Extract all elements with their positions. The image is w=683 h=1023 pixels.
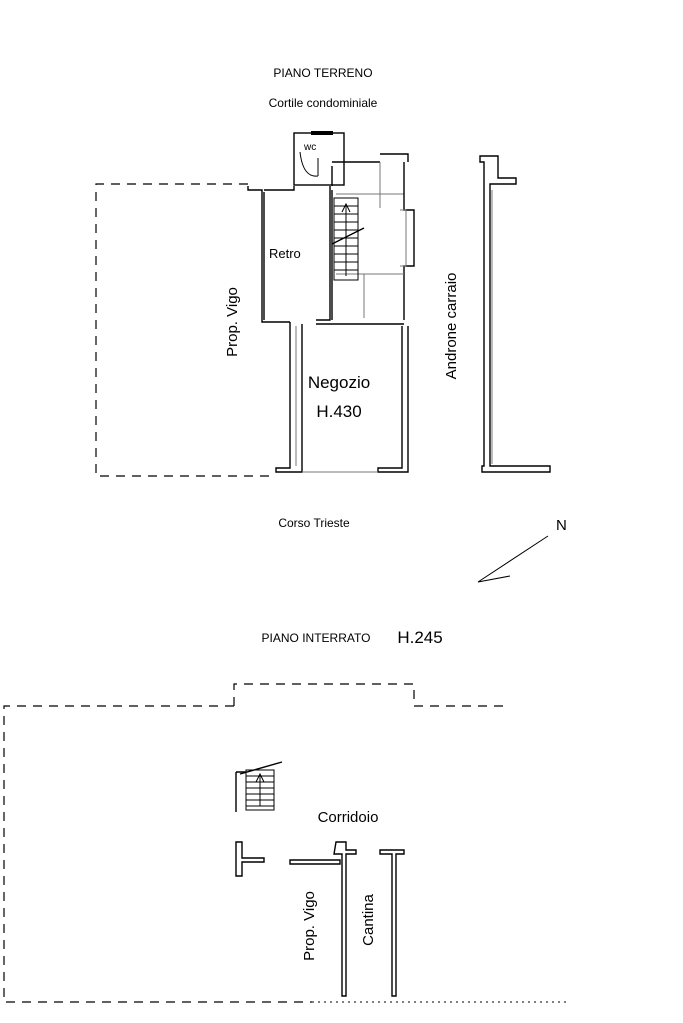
- prop-vigo-label: Prop. Vigo: [224, 287, 241, 357]
- retro-label: Retro: [269, 246, 301, 261]
- cantina-label: Cantina: [360, 893, 377, 945]
- basement-title: PIANO INTERRATO: [262, 631, 371, 645]
- north-label: N: [556, 517, 567, 534]
- basement-prop-vigo-label: Prop. Vigo: [301, 891, 318, 961]
- wc-room: wc: [293, 131, 345, 186]
- stair-treads: [331, 197, 365, 281]
- north-arrow: N: [477, 517, 567, 583]
- basement-wall-right: [379, 849, 405, 997]
- negozio-height-label: H.430: [316, 402, 361, 421]
- stair-block: [331, 153, 415, 320]
- wc-label: wc: [303, 142, 316, 153]
- basement-height-label: H.245: [397, 628, 442, 647]
- basement-outline: [233, 683, 510, 707]
- ground-floor-plan: PIANO TERRENO Cortile condominiale wc Re…: [95, 66, 551, 530]
- basement-wall-corridor: [333, 841, 357, 997]
- retro-room: Retro: [247, 186, 404, 325]
- androne-carraio-label: Androne carraio: [443, 273, 460, 380]
- negozio-room: Negozio H.430: [275, 322, 409, 473]
- basement-wall-left: [235, 841, 265, 877]
- negozio-label: Negozio: [308, 373, 370, 392]
- androne-carraio-wall: [479, 155, 551, 473]
- basement-outline-left: [3, 705, 312, 1003]
- street-label: Corso Trieste: [278, 516, 350, 530]
- ground-floor-title: PIANO TERRENO: [273, 66, 372, 80]
- neighbour-property-outline: [95, 183, 276, 477]
- basement-wall-middle: [289, 859, 341, 865]
- basement-stair: [235, 761, 283, 812]
- corridoio-label: Corridoio: [318, 809, 379, 826]
- basement-plan: PIANO INTERRATO H.245 Corridoio Prop. Vi…: [3, 628, 570, 1003]
- courtyard-label: Cortile condominiale: [269, 96, 378, 110]
